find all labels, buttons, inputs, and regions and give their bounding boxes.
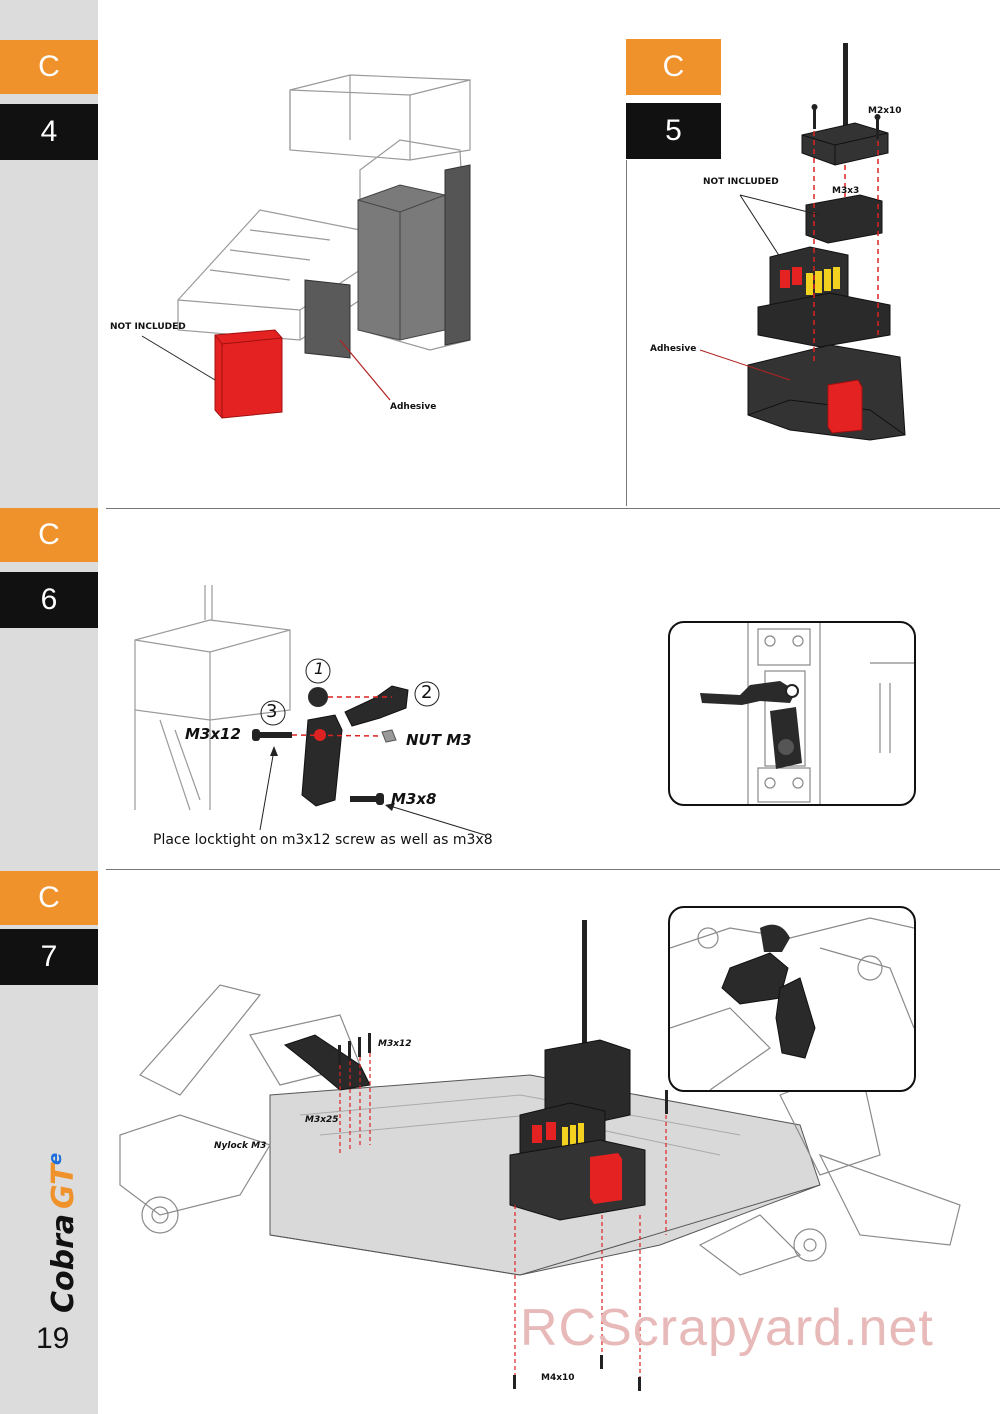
- c7-m4x10-label: M4x10: [541, 1373, 575, 1383]
- step-c7-letter: C: [0, 871, 98, 925]
- c5-not-included-label: NOT INCLUDED: [703, 177, 779, 187]
- c7-detail-inset: [668, 906, 916, 1092]
- c6-m3x12-label: M3x12: [185, 725, 241, 743]
- svg-text:Cobra: Cobra: [46, 1214, 81, 1313]
- step-c7-number: 7: [0, 929, 98, 985]
- step-c4-number: 4: [0, 104, 98, 160]
- c6-nut-m3-label: NUT M3: [406, 731, 472, 749]
- c6-detail-inset: [668, 621, 916, 806]
- c4-not-included-label: NOT INCLUDED: [110, 322, 186, 332]
- c6-callout-3: 3: [266, 701, 278, 722]
- step-c5-letter: C: [626, 39, 721, 95]
- cobra-gte-logo: Cobra GT e: [45, 1153, 81, 1313]
- c6-callout-1: 1: [314, 659, 325, 678]
- c7-m3x25-label: M3x25: [305, 1115, 339, 1125]
- c7-m3x12-label: M3x12: [378, 1039, 412, 1049]
- c5-m2x10-label: M2x10: [868, 106, 902, 116]
- c6-illustration: [134, 585, 486, 836]
- c6-locktight-note: Place locktight on m3x12 screw as well a…: [153, 832, 493, 848]
- c4-adhesive-label: Adhesive: [390, 402, 437, 412]
- step-c6-number: 6: [0, 572, 98, 628]
- svg-text:e: e: [45, 1153, 66, 1165]
- c5-m3x3-label: M3x3: [832, 186, 860, 196]
- c6-callout-2: 2: [421, 682, 433, 703]
- c4-illustration: [141, 74, 471, 419]
- c6-m3x8-label: M3x8: [391, 790, 437, 808]
- divider-2: [106, 869, 1000, 870]
- watermark: RCScrapyard.net: [520, 1299, 934, 1357]
- step-c6-letter: C: [0, 508, 98, 562]
- sidebar: [0, 0, 98, 1414]
- step-c5-number: 5: [626, 103, 721, 159]
- divider-1: [106, 508, 1000, 509]
- c5-adhesive-label: Adhesive: [650, 344, 697, 354]
- page-number: 19: [36, 1322, 70, 1355]
- step-c4-letter: C: [0, 40, 98, 94]
- c7-nylock-label: Nylock M3: [214, 1141, 267, 1151]
- divider-vertical: [626, 160, 627, 506]
- svg-text:GT: GT: [46, 1162, 81, 1209]
- c5-illustration: [699, 43, 906, 441]
